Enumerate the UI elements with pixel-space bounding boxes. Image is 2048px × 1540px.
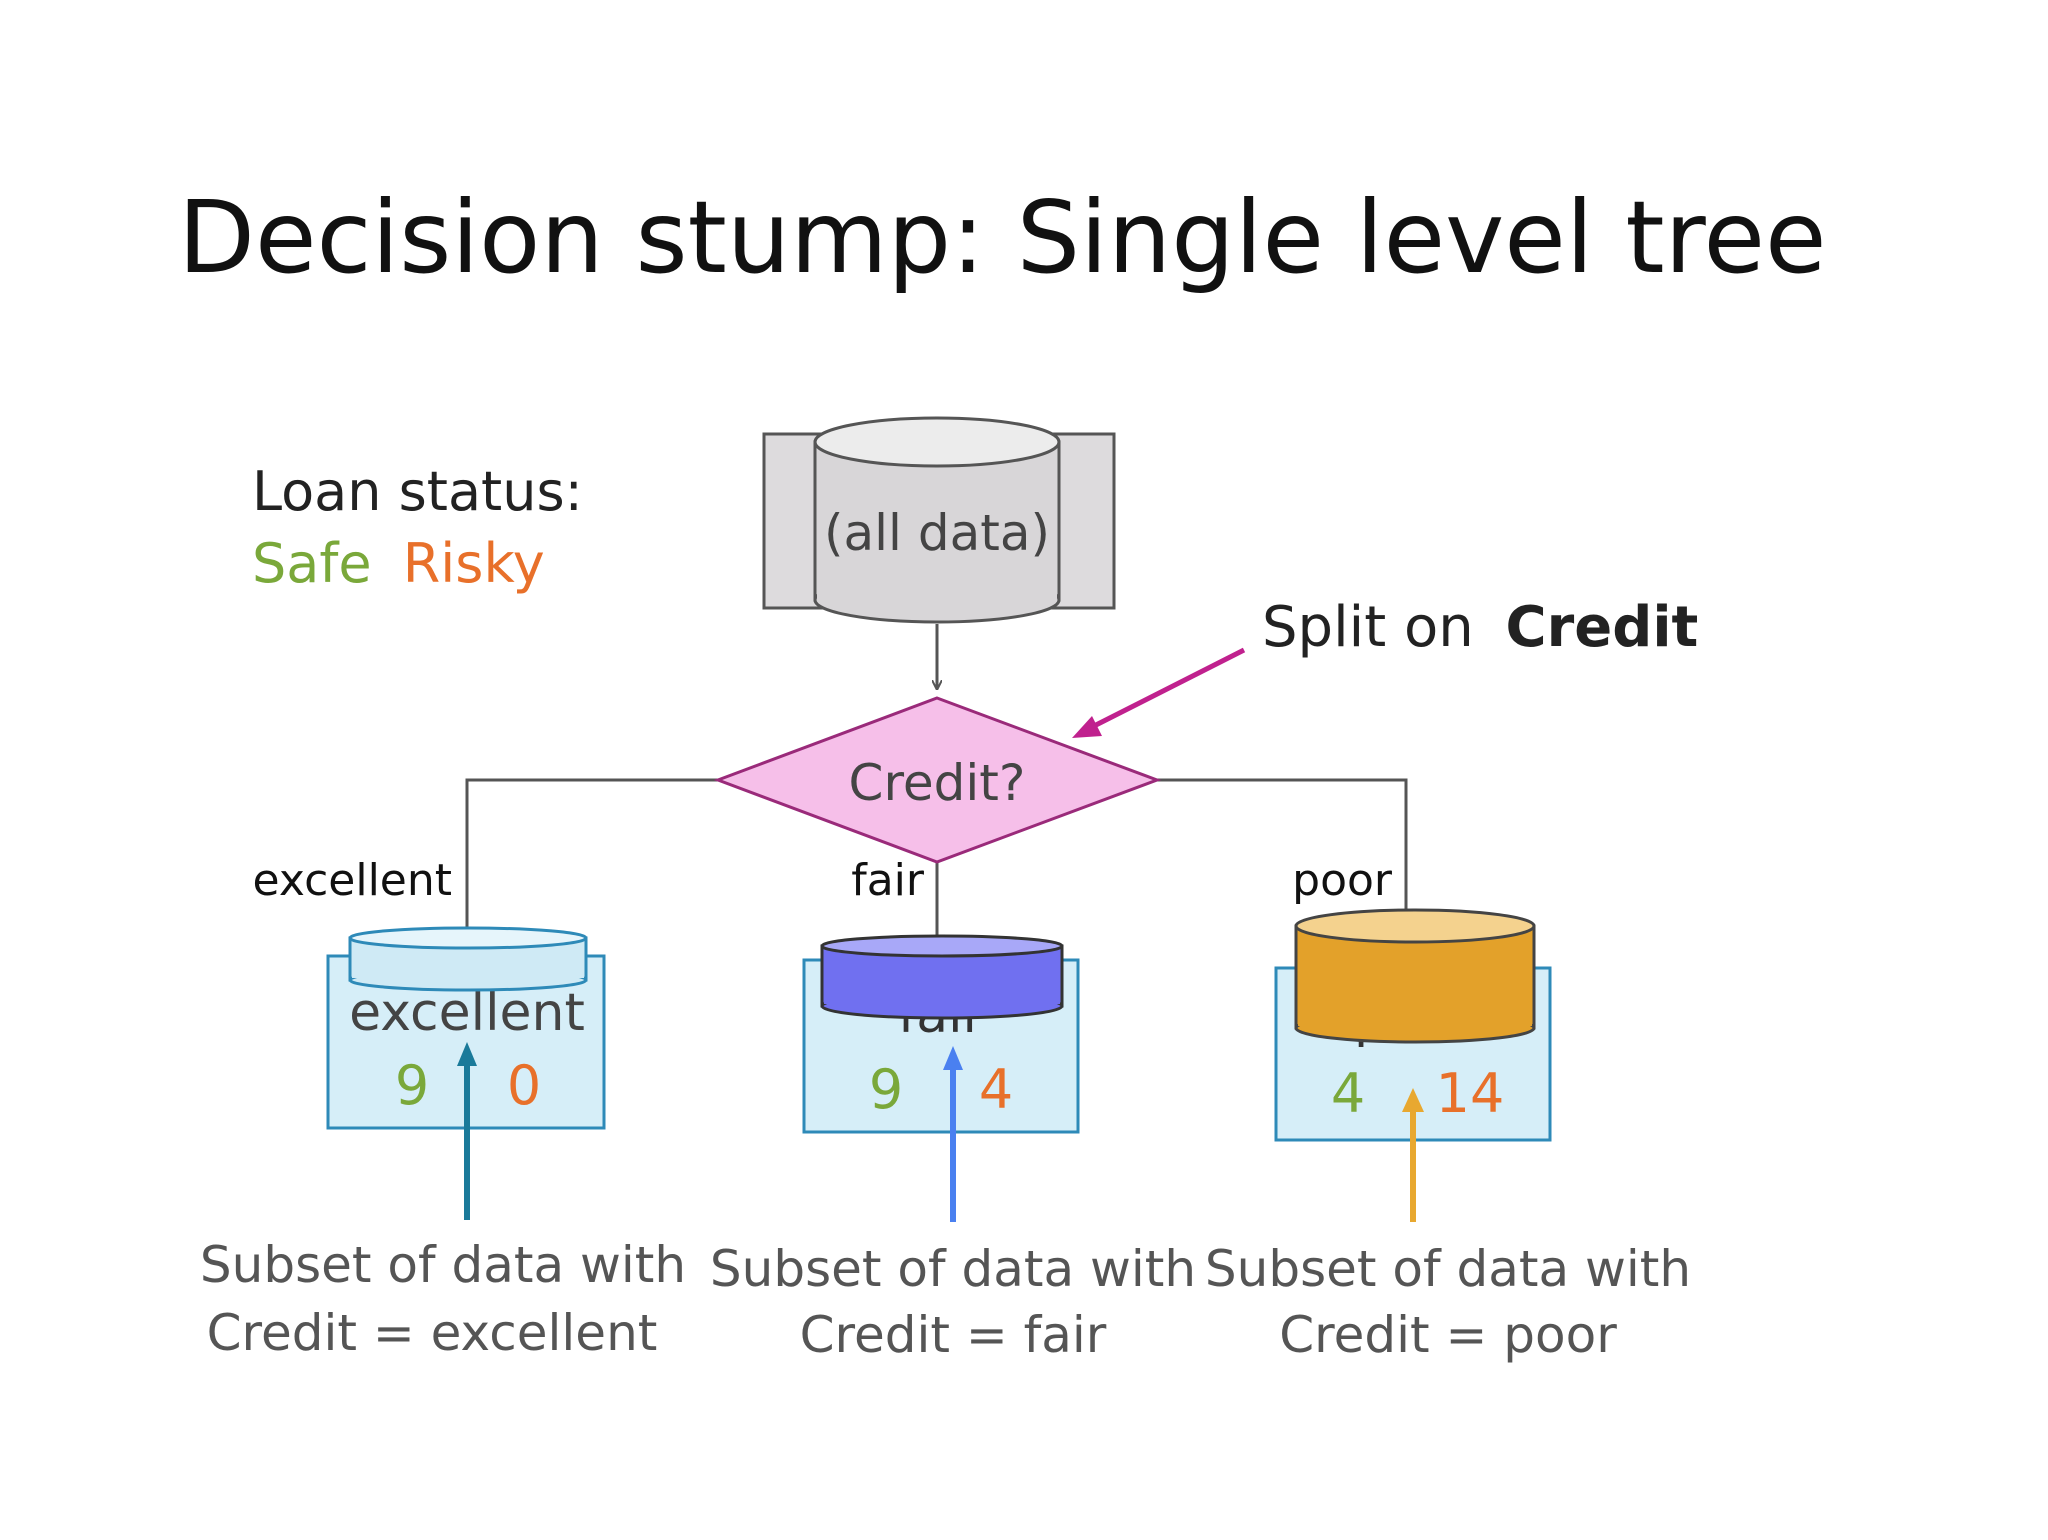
branch-line-excellent (465, 778, 718, 938)
root-cylinder-top (813, 416, 1061, 468)
pointer-arrow-poor (1402, 1088, 1424, 1222)
legend-values: Safe Risky (252, 532, 545, 595)
edge-label-fair: fair (851, 855, 925, 906)
caption-fair-line2: Credit = fair (800, 1306, 1107, 1364)
split-annotation-prefix: Split on (1262, 595, 1474, 660)
leaf-node-label-excellent: excellent (349, 983, 585, 1043)
split-diamond (713, 696, 1162, 864)
caption-excellent-line2: Credit = excellent (207, 1304, 658, 1362)
split-node: Credit? (713, 696, 1162, 864)
leaf-risky-count-excellent: 0 (507, 1054, 541, 1117)
caption-excellent-line1: Subset of data with (200, 1236, 686, 1294)
root-label: (all data) (824, 504, 1050, 562)
leaf-risky-count-fair: 4 (979, 1058, 1013, 1121)
legend-safe: Safe (252, 532, 372, 595)
leaf-risky-count-poor: 14 (1436, 1062, 1505, 1125)
slide-title: Decision stump: Single level tree (178, 179, 1827, 296)
root-node: (all data) (762, 416, 1116, 624)
edge-label-poor: poor (1292, 855, 1393, 906)
legend-heading: Loan status: (252, 460, 583, 523)
caption-poor-line2: Credit = poor (1279, 1306, 1617, 1364)
split-annotation: Split on Credit (1262, 595, 1698, 660)
split-annotation-feature: Credit (1506, 595, 1699, 660)
legend-risky: Risky (403, 532, 545, 595)
split-question: Credit? (849, 754, 1026, 812)
split-annotation-arrow (1072, 647, 1246, 738)
branch-line-poor (1157, 778, 1408, 914)
caption-fair-line1: Subset of data with (710, 1240, 1196, 1298)
leaf-safe-count-fair: 9 (869, 1058, 903, 1121)
caption-poor-line1: Subset of data with (1205, 1240, 1691, 1298)
pointer-arrow-fair (943, 1046, 963, 1222)
leaf-safe-count-poor: 4 (1331, 1062, 1365, 1125)
pointer-arrow-excellent (457, 1042, 477, 1220)
leaf-fair: fair 9 4 (802, 934, 1080, 1134)
edge-label-excellent: excellent (253, 855, 452, 906)
leaf-safe-count-excellent: 9 (395, 1054, 429, 1117)
